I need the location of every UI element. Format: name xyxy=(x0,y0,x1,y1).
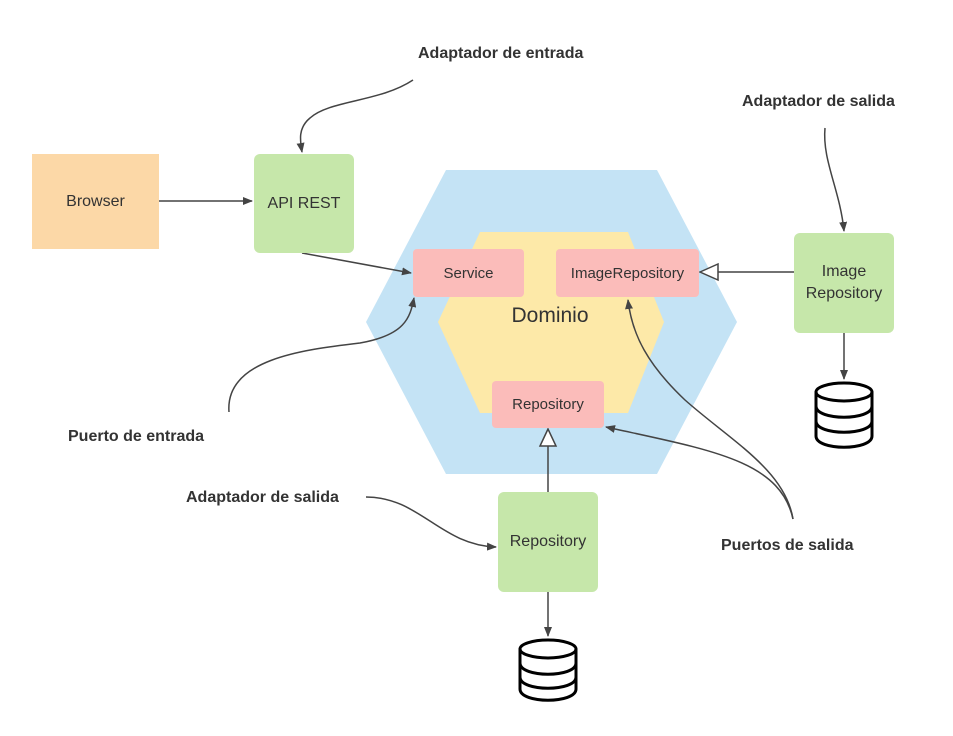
image-repository-realization-head xyxy=(698,262,719,282)
output-adapter-right-callout xyxy=(823,127,848,232)
input-adapter-label: Adaptador de entrada xyxy=(418,45,584,62)
database-icon xyxy=(518,638,578,702)
repository-adapter-node: Repository xyxy=(498,492,598,592)
domain-label: Dominio xyxy=(511,304,589,327)
api-to-service-arrow xyxy=(301,252,412,276)
output-adapter-bottom-label: Adaptador de salida xyxy=(186,489,339,506)
image-repository-adapter-node: Image Repository xyxy=(794,233,894,333)
output-ports-label: Puertos de salida xyxy=(721,537,854,554)
api-rest-node: API REST xyxy=(254,154,354,253)
browser-label: Browser xyxy=(66,192,125,210)
input-port-callout xyxy=(228,297,417,413)
service-label: Service xyxy=(443,264,494,282)
api-rest-label: API REST xyxy=(267,194,341,212)
repository-port-node: Repository xyxy=(492,381,604,428)
output-adapter-bottom-callout xyxy=(365,496,497,551)
browser-node: Browser xyxy=(32,154,159,249)
input-adapter-callout xyxy=(296,79,414,153)
image-repository-port-node: ImageRepository xyxy=(556,249,699,297)
image-repository-port-label: ImageRepository xyxy=(570,264,685,282)
repository-port-label: Repository xyxy=(512,396,584,413)
repository-realization-head xyxy=(538,427,558,447)
input-port-label: Puerto de entrada xyxy=(68,428,205,445)
image-repository-adapter-label: Image Repository xyxy=(805,263,883,302)
service-port-node: Service xyxy=(413,249,524,297)
output-ports-callout-repository xyxy=(605,425,794,520)
repository-adapter-label: Repository xyxy=(509,533,587,550)
database-icon xyxy=(814,381,874,449)
output-adapter-right-label: Adaptador de salida xyxy=(742,93,895,110)
output-ports-callout-imagerepository xyxy=(625,299,794,520)
